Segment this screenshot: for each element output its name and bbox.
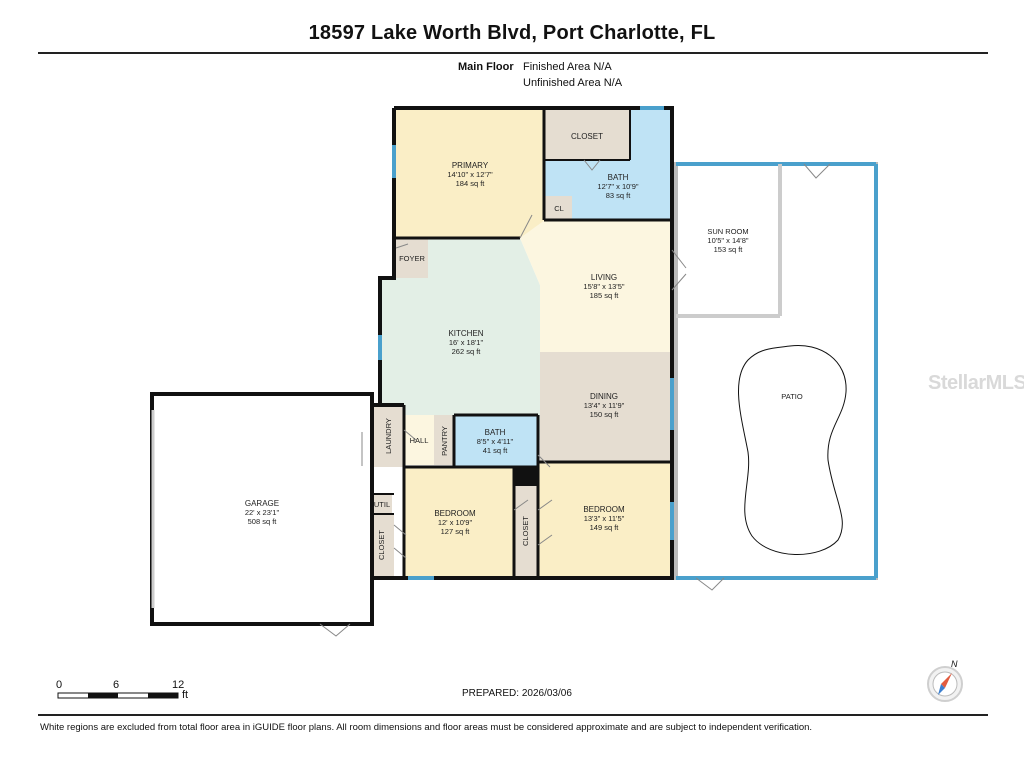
pool-shape [738,344,847,556]
dining-name: DINING [590,392,618,401]
compass-north-label: N [951,659,958,669]
sunroom-name: SUN ROOM [707,227,748,236]
scale-unit: ft [182,689,189,701]
windows [378,106,674,580]
doors [319,159,831,637]
primary-area: 184 sq ft [456,179,486,188]
util-name: UTIL [374,500,390,509]
bedroom1-dims: 12' x 10'9" [438,518,473,527]
bedroom2-fill [538,462,670,577]
bath-top-dims: 12'7" x 10'9" [597,182,638,191]
room-labels: PRIMARY 14'10" x 12'7" 184 sq ft CLOSET … [245,132,803,560]
room-fills [372,110,670,577]
pantry-name: PANTRY [440,426,449,456]
compass-icon [927,666,963,702]
scale-tick-6: 6 [113,679,120,691]
bedroom1-name: BEDROOM [434,509,476,518]
bath-mid-fill [454,415,538,467]
living-name: LIVING [591,273,617,282]
garage-dims: 22' x 23'1" [245,508,280,517]
bath-top-area: 83 sq ft [606,191,632,200]
closet-left-name: CLOSET [377,530,386,560]
foyer-name: FOYER [399,254,425,263]
primary-dims: 14'10" x 12'7" [447,170,493,179]
foyer-fill [396,238,428,278]
page-title: 18597 Lake Worth Blvd, Port Charlotte, F… [308,22,716,44]
chimney-block [514,467,538,486]
kitchen-fill [380,238,540,440]
laundry-fill [372,405,404,467]
closet-mid-name: CLOSET [521,516,530,546]
scale-bar [57,692,179,699]
bath-mid-dims: 8'5" x 4'11" [477,437,514,446]
bedroom2-name: BEDROOM [583,505,625,514]
pantry-fill [434,415,454,465]
garage-area: 508 sq ft [248,517,278,526]
bedroom2-dims: 13'3" x 11'5" [584,514,625,523]
scale-tick-12: 12 [172,679,185,691]
footer-divider [38,714,988,716]
header-divider [38,52,988,54]
bedroom2-area: 149 sq ft [590,523,620,532]
prepared-date: PREPARED: 2026/03/06 [462,688,572,699]
bath-mid-area: 41 sq ft [483,446,509,455]
unfinished-area: Unfinished Area N/A [523,77,623,89]
cl-name: CL [554,204,564,213]
finished-area: Finished Area N/A [523,61,612,73]
patio-name: PATIO [781,392,803,401]
cl-fill [544,196,572,220]
closet-top-fill-over [544,110,630,160]
house-walls [370,106,674,580]
util-fill [372,494,392,514]
bedroom1-fill [404,467,514,577]
hall-fill [404,415,434,465]
sunroom-area: 153 sq ft [714,245,744,254]
kitchen-area: 262 sq ft [452,347,482,356]
bath-mid-name: BATH [485,428,506,437]
scale-tick-0: 0 [56,679,63,691]
dining-fill [540,352,670,462]
laundry-name: LAUNDRY [384,418,393,454]
garage-name: GARAGE [245,499,279,508]
primary-fill [396,110,544,238]
closet-left-fill [372,514,394,576]
hall-name: HALL [410,436,429,445]
living-dims: 15'8" x 13'5" [583,282,624,291]
patio-outline [674,162,878,580]
primary-name: PRIMARY [452,161,489,170]
bath-top-name: BATH [608,173,629,182]
dining-area: 150 sq ft [590,410,620,419]
closet-top-name: CLOSET [571,132,603,141]
dining-dims: 13'4" x 11'9" [584,401,625,410]
floor-name: Main Floor [458,61,514,73]
kitchen-name: KITCHEN [448,329,483,338]
bedroom1-area: 127 sq ft [441,527,471,536]
living-area: 185 sq ft [590,291,620,300]
living-fill [520,220,670,352]
disclaimer: White regions are excluded from total fl… [40,722,813,733]
watermark: StellarMLS [928,372,1024,394]
kitchen-dims: 16' x 18'1" [449,338,484,347]
sunroom-dims: 10'5" x 14'8" [707,236,748,245]
